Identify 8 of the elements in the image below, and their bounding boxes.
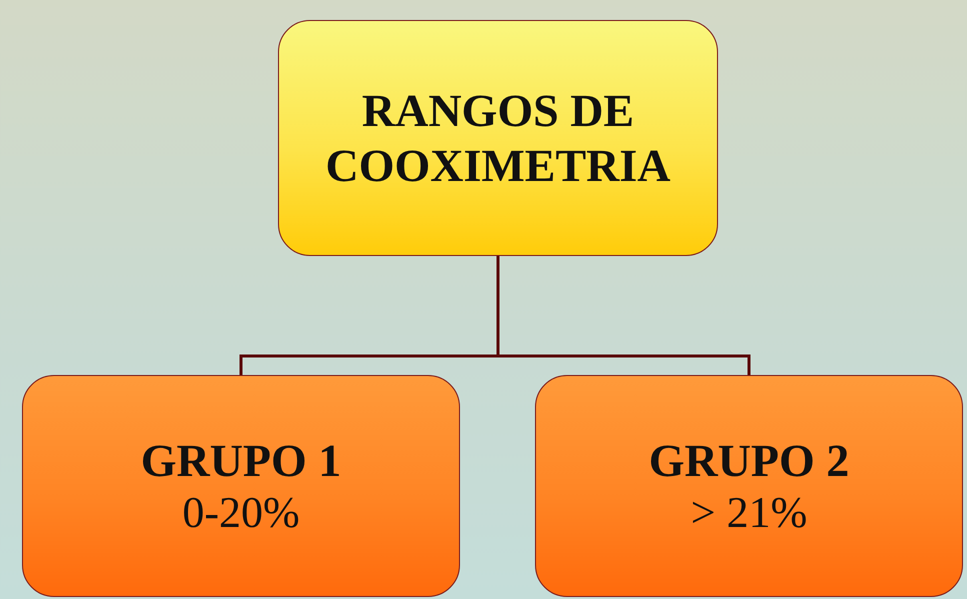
box-heading: GRUPO 2 <box>648 434 850 488</box>
box-heading: RANGOS DE COOXIMETRIA <box>324 84 672 193</box>
rounded-box <box>22 375 460 597</box>
box-value: > 21% <box>690 488 808 539</box>
box-value: 0-20% <box>182 488 300 539</box>
box-heading: GRUPO 1 <box>140 434 342 488</box>
rounded-box <box>278 20 718 256</box>
rounded-box <box>535 375 963 597</box>
